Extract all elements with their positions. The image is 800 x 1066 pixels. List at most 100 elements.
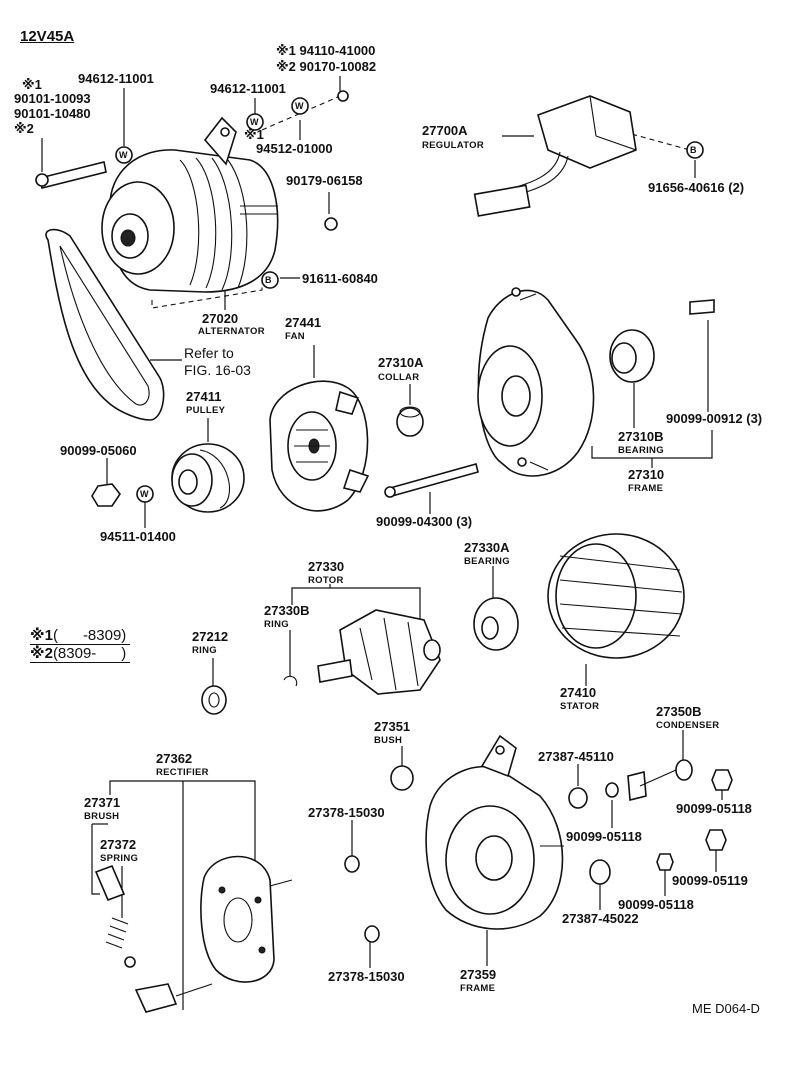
label-94612-11001-right: 94612-11001 <box>210 81 286 96</box>
label-27350B: 27350B <box>656 704 702 719</box>
label-91656-40616: 91656-40616 (2) <box>648 180 745 195</box>
label-alternator: ALTERNATOR <box>198 326 265 337</box>
label-condenser: CONDENSER <box>656 720 720 731</box>
label-90179-06158: 90179-06158 <box>286 173 363 188</box>
label-27410: 27410 <box>560 685 597 700</box>
svg-text:B: B <box>265 275 272 285</box>
condenser <box>627 759 693 802</box>
label-90099-00912: 90099-00912 (3) <box>666 411 763 426</box>
label-27411: 27411 <box>186 389 222 404</box>
collar <box>396 406 424 437</box>
rotor <box>317 609 441 695</box>
label-90099-05118-b: 90099-05118 <box>676 801 752 816</box>
svg-text:B: B <box>690 145 697 155</box>
leader-lines <box>41 76 723 1010</box>
label-27359: 27359 <box>460 967 497 982</box>
rotor-bearing <box>473 597 519 651</box>
label-90099-04300: 90099-04300 (3) <box>376 514 473 529</box>
label-27378-15030-a: 27378-15030 <box>308 805 385 820</box>
frame-screw <box>689 299 715 315</box>
label-regulator: REGULATOR <box>422 140 484 151</box>
label-27330: 27330 <box>308 559 345 574</box>
label-27372: 27372 <box>100 837 137 852</box>
label-bearing-frame: BEARING <box>618 445 664 456</box>
label-90099-05060: 90099-05060 <box>60 443 137 458</box>
pulley <box>171 443 245 513</box>
svg-text:W: W <box>250 117 259 127</box>
label-91611-60840: 91611-60840 <box>302 271 378 286</box>
label-bush: BUSH <box>374 735 403 746</box>
model-title: 12V45A <box>20 28 75 45</box>
label-27700A: 27700A <box>422 123 468 138</box>
label-90099-05118-c: 90099-05118 <box>618 897 694 912</box>
label-27310A: 27310A <box>378 355 424 370</box>
label-27441: 27441 <box>285 315 322 330</box>
v-belt <box>45 228 165 421</box>
label-mark2-bolt: ※2 <box>14 121 34 136</box>
label-pulley: PULLEY <box>186 405 226 416</box>
brush-and-spring <box>94 864 136 968</box>
label-27330B: 27330B <box>264 603 310 618</box>
label-brush: BRUSH <box>84 811 120 822</box>
label-94511-01400: 94511-01400 <box>100 529 176 544</box>
alternator-assembly <box>35 116 279 293</box>
label-90099-05119: 90099-05119 <box>672 873 748 888</box>
label-fan: FAN <box>285 331 305 342</box>
pulley-nut <box>91 483 121 507</box>
svg-text:W: W <box>119 150 128 160</box>
legend-mark2-range: (8309- ) <box>52 645 127 662</box>
label-94110-41000: ※1 94110-41000 <box>276 43 376 58</box>
fan <box>269 380 370 512</box>
label-27371: 27371 <box>84 795 121 810</box>
label-27378-15030-b: 27378-15030 <box>328 969 405 984</box>
svg-text:W: W <box>295 101 304 111</box>
label-rotor: ROTOR <box>308 575 344 586</box>
drive-end-frame <box>477 287 595 477</box>
diagram-code: ME D064-D <box>692 1001 760 1016</box>
legend-mark1-symbol: ※1 <box>30 627 53 644</box>
label-mark1-bolt: ※1 <box>22 77 42 92</box>
rotor-snap-ring <box>283 675 298 687</box>
label-stator: STATOR <box>560 701 600 712</box>
label-27351: 27351 <box>374 719 411 734</box>
rectifier <box>200 855 293 983</box>
label-27362: 27362 <box>156 751 193 766</box>
label-refer-to: Refer to <box>184 345 234 361</box>
label-rectifier: RECTIFIER <box>156 767 209 778</box>
label-27330A: 27330A <box>464 540 510 555</box>
svg-text:W: W <box>140 489 149 499</box>
bush <box>390 765 414 791</box>
label-27310: 27310 <box>628 467 665 482</box>
legend-mark1: ※1( -8309) <box>30 626 131 645</box>
legend-mark2: ※2(8309- ) <box>30 644 131 663</box>
label-27212: 27212 <box>192 629 229 644</box>
nuts <box>324 90 349 231</box>
rear-frame <box>425 734 564 930</box>
label-ring-rotor: RING <box>264 619 289 630</box>
legend-mark2-symbol: ※2 <box>30 645 53 662</box>
bolt-tags: B B <box>261 141 704 289</box>
label-frame-drive: FRAME <box>628 483 664 494</box>
through-bolt <box>384 463 479 498</box>
label-94612-11001-left: 94612-11001 <box>78 71 154 86</box>
label-spring: SPRING <box>100 853 139 864</box>
seal-ring <box>201 685 227 715</box>
label-94512-01000: 94512-01000 <box>256 141 333 156</box>
label-fig-16-03: FIG. 16-03 <box>184 362 251 378</box>
label-27020: 27020 <box>202 311 239 326</box>
washer-tags: W W W W <box>115 97 309 503</box>
label-90101-10480: 90101-10480 <box>14 106 91 121</box>
label-27387-45110: 27387-45110 <box>538 749 614 764</box>
label-bearing-rotor: BEARING <box>464 556 510 567</box>
stator <box>547 533 685 659</box>
label-frame-rear: FRAME <box>460 983 496 994</box>
label-90170-10082: ※2 90170-10082 <box>276 59 377 74</box>
brush-holder <box>134 983 213 1013</box>
label-collar: COLLAR <box>378 372 420 383</box>
label-90099-05118-a: 90099-05118 <box>566 829 642 844</box>
legend-mark1-range: ( -8309) <box>52 627 127 644</box>
label-27387-45022: 27387-45022 <box>562 911 639 926</box>
label-mark1-washer: ※1 <box>244 127 264 142</box>
